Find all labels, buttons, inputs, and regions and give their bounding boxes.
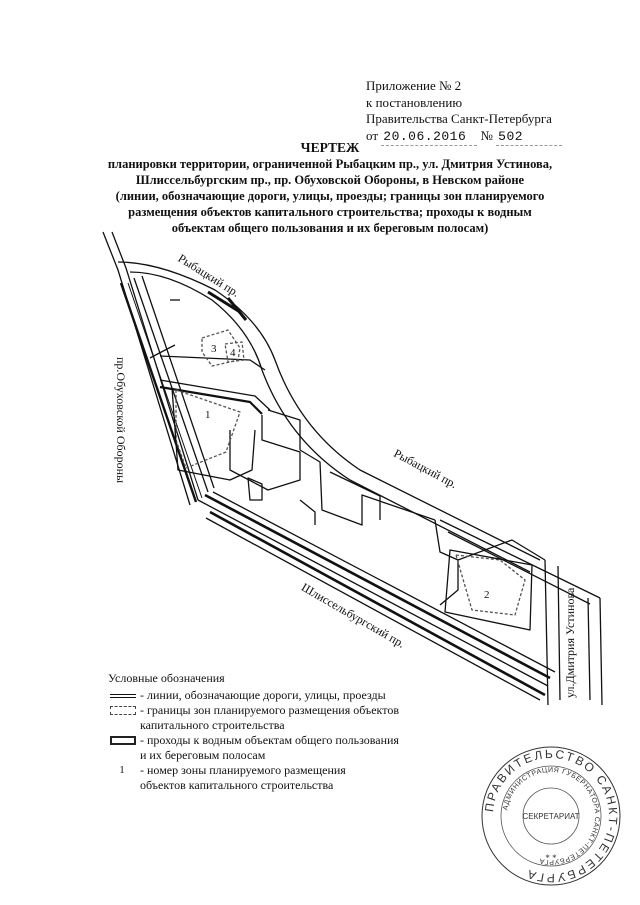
appendix-line-3: Правительства Санкт-Петербурга xyxy=(366,111,552,126)
date-prefix: от xyxy=(366,127,379,143)
star-icon: * * xyxy=(545,853,557,863)
title-line-1: планировки территории, ограниченной Рыба… xyxy=(107,157,553,171)
official-stamp: ПРАВИТЕЛЬСТВО САНКТ-ПЕТЕРБУРГА АДМИНИСТР… xyxy=(481,746,621,886)
decree-number: 502 xyxy=(496,129,563,146)
appendix-line-2: к постановлению xyxy=(366,94,463,110)
appendix-date-row: от 20.06.2016 № 502 xyxy=(366,127,563,146)
zone-2-boundary xyxy=(455,554,526,616)
number-prefix: № xyxy=(480,127,493,143)
zone-3-boundary xyxy=(201,329,241,367)
road-obukhovskoy-west-edge xyxy=(102,231,191,506)
legend-item-zones: - границы зон планируемого размещения об… xyxy=(108,703,399,718)
title-line-2: Шлиссельбургским пр., пр. Обуховской Обо… xyxy=(135,173,525,187)
legend-item-zones-cont: капитального строительства xyxy=(140,718,285,732)
street-label-ustinova: ул.Дмитрия Устинова xyxy=(563,587,577,698)
legend-item-zone-number-cont: объектов капитального строительства xyxy=(140,778,334,792)
zone-label-1: 1 xyxy=(205,409,211,421)
document-title: ЧЕРТЕЖ планировки территории, ограниченн… xyxy=(80,140,580,236)
title-line-3: (линии, обозначающие дороги, улицы, прое… xyxy=(115,189,545,203)
appendix-line-1: Приложение № 2 xyxy=(366,78,462,93)
zone-number-icon: 1 xyxy=(119,764,125,776)
title-line-4: размещения объектов капитального строите… xyxy=(128,205,532,219)
legend-item-passages: - проходы к водным объектам общего польз… xyxy=(108,733,399,748)
title-line-5: объектам общего пользования и их берегов… xyxy=(171,221,489,235)
legend-item-passages-cont: и их береговым полосам xyxy=(140,748,266,762)
dashed-rectangle-icon xyxy=(108,703,136,718)
legend-item-roads: - линии, обозначающие дороги, улицы, про… xyxy=(108,688,399,703)
road-shlisselburgsky-edge xyxy=(197,499,549,687)
zone-label-2: 2 xyxy=(484,589,490,601)
stamp-center-text: СЕКРЕТАРИАТ xyxy=(522,812,579,821)
zone-label-3: 3 xyxy=(211,343,217,355)
appendix-block: Приложение № 2 к постановлению Правитель… xyxy=(366,78,563,146)
decree-date: 20.06.2016 xyxy=(381,129,478,146)
title-heading: ЧЕРТЕЖ xyxy=(300,140,360,155)
street-label-obukhovskoy: пр.Обуховской Обороны xyxy=(114,357,128,484)
road-rybatsky-outer xyxy=(117,261,541,561)
zone-4-boundary xyxy=(224,341,245,363)
legend-heading: Условные обозначения xyxy=(108,671,225,685)
bold-rectangle-icon xyxy=(108,733,136,748)
zone-label-4: 4 xyxy=(230,347,236,359)
map-legend: Условные обозначения - линии, обозначающ… xyxy=(108,671,399,793)
road-line-icon xyxy=(108,688,136,703)
zone-1-boundary xyxy=(175,389,241,469)
legend-item-zone-number: 1 - номер зоны планируемого размещения xyxy=(108,763,399,778)
